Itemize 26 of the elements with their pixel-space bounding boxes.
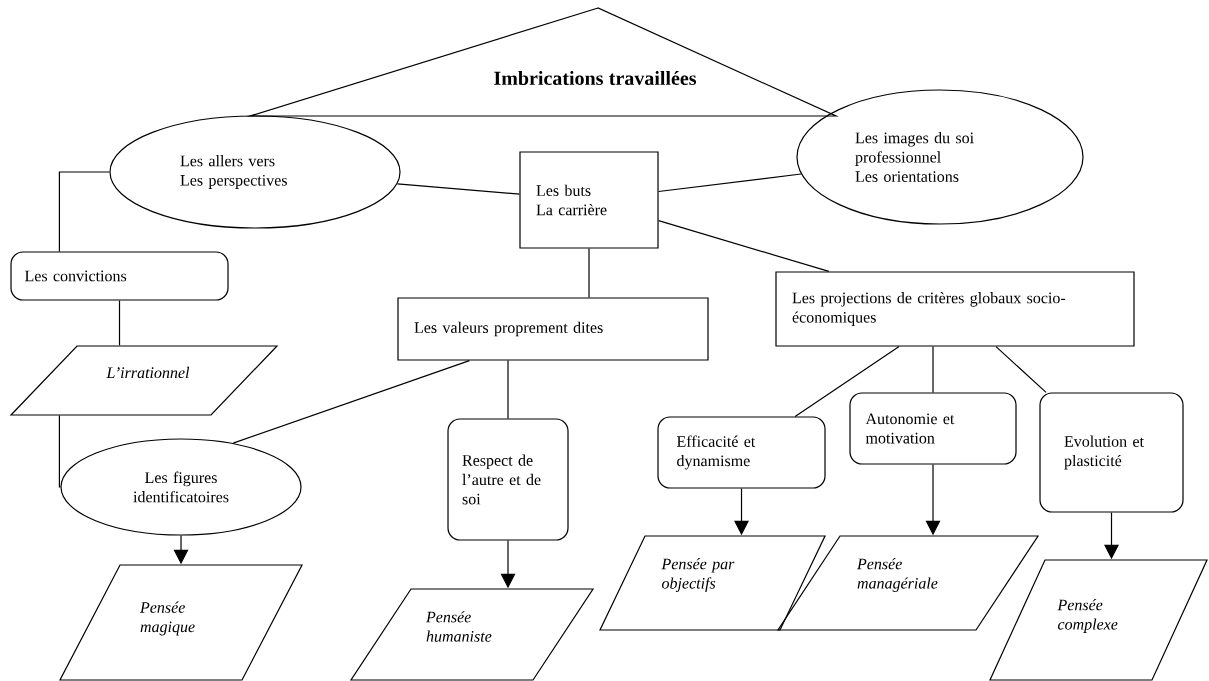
connector-line	[995, 346, 1047, 393]
process-box: Les projections de critères globaux socio-économiques	[775, 271, 1135, 347]
connector-line	[232, 360, 470, 444]
rounded-box: Efficacité et dynamisme	[657, 416, 826, 489]
connector-line	[396, 183, 520, 195]
connector-line	[118, 300, 121, 346]
connector-line	[794, 346, 900, 417]
parallelogram-box: Pensée complexe	[989, 559, 1208, 681]
rounded-box: Les convictions	[10, 251, 229, 301]
process-box: Les buts La carrière	[519, 151, 659, 249]
connector-line	[658, 173, 802, 193]
rounded-box: Respect de l’autre et de soi	[447, 418, 569, 541]
connector-line	[588, 248, 590, 298]
ellipse-node: Les allers vers Les perspectives	[109, 115, 401, 229]
connector-line	[58, 171, 110, 252]
connector-line	[658, 220, 830, 272]
rounded-box: Autonomie et motivation	[849, 392, 1017, 465]
connector-line	[932, 346, 934, 393]
connector-line	[58, 415, 61, 488]
parallelogram-box: Pensée par objectifs	[599, 535, 826, 631]
parallelogram-box: Pensée magique	[59, 564, 303, 681]
ellipse-node: Les images du soi professionnel Les orientations	[796, 89, 1084, 225]
process-box: Les valeurs proprement dites	[397, 297, 709, 361]
ellipse-node: Les figures identificatoires	[60, 438, 302, 536]
rounded-box: Evolution et plasticité	[1039, 392, 1184, 513]
connector-line	[507, 360, 509, 419]
